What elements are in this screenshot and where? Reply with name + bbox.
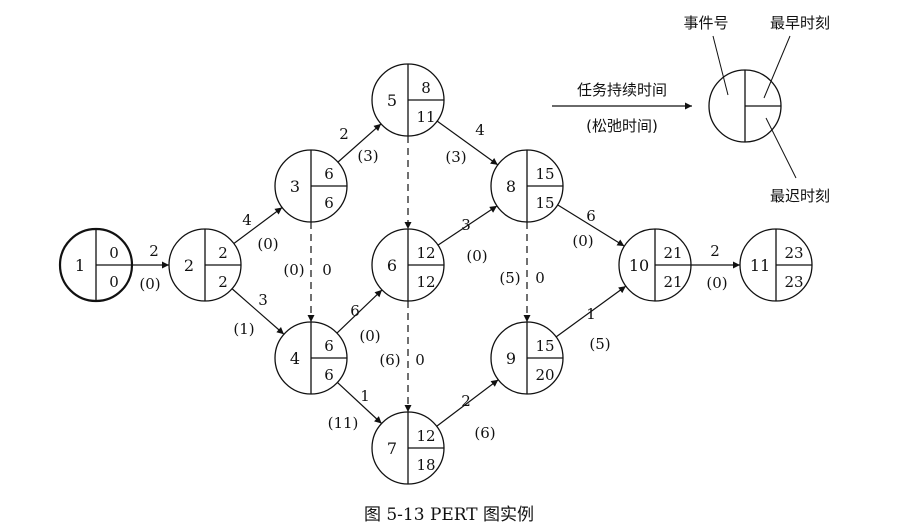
edge-duration-8-10: 6 (586, 207, 596, 225)
edge-slack-6-8: (0) (466, 247, 487, 265)
legend-event-number: 事件号 (683, 14, 728, 32)
node-event-number: 3 (290, 177, 300, 196)
edge-slack-2-4: (1) (233, 320, 254, 338)
node-3: 3 6 6 (274, 149, 348, 223)
edge-duration-7-9: 2 (461, 392, 471, 410)
edge-slack-3-5: (3) (357, 147, 378, 165)
edge-4-6 (336, 289, 383, 334)
node-earliest-time: 15 (535, 337, 554, 355)
legend: 任务持续时间 (松弛时间) 事件号 最早时刻 最迟时刻 (552, 14, 830, 205)
edge-duration-10-11: 2 (710, 242, 720, 260)
edge-7-9 (436, 379, 499, 427)
edge-2-3 (233, 207, 283, 244)
node-6: 6 12 12 (371, 228, 445, 302)
node-earliest-time: 15 (535, 165, 554, 183)
edge-slack-7-9: (6) (474, 424, 495, 442)
legend-pointer-early (763, 35, 791, 99)
node-earliest-time: 0 (109, 244, 119, 262)
edge-duration-5-8: 4 (475, 121, 485, 139)
edge-slack-8-10: (0) (572, 232, 593, 250)
node-latest-time: 15 (535, 194, 554, 212)
node-latest-time: 6 (324, 194, 334, 212)
edge-2-4 (231, 288, 285, 335)
node-event-number: 5 (387, 91, 397, 110)
node-latest-time: 11 (416, 108, 435, 126)
node-latest-time: 12 (416, 273, 435, 291)
edge-layer: 2(0)4(0)3(1)2(3)0(0)6(0)1(11)4(3)3(0)0(6… (132, 120, 740, 442)
node-earliest-time: 8 (421, 79, 431, 97)
node-event-number: 9 (506, 349, 516, 368)
node-earliest-time: 12 (416, 427, 435, 445)
edge-duration-4-6: 6 (350, 302, 360, 320)
node-latest-time: 20 (535, 366, 554, 384)
edge-9-10 (555, 285, 627, 338)
edge-duration-4-7: 1 (360, 387, 370, 405)
edge-slack-4-6: (0) (359, 327, 380, 345)
figure-caption: 图 5-13 PERT 图实例 (363, 505, 535, 525)
edge-duration-6-7: 0 (415, 351, 425, 369)
node-layer: 1002223664665811612127121881515915201021… (58, 63, 813, 485)
node-latest-time: 2 (218, 273, 228, 291)
legend-latest-time: 最迟时刻 (770, 187, 830, 205)
node-7: 7 12 18 (371, 411, 445, 485)
edge-5-8 (436, 120, 499, 166)
node-event-number: 8 (506, 177, 516, 196)
edge-6-8 (437, 205, 498, 246)
node-9: 9 15 20 (490, 321, 564, 395)
edge-slack-4-7: (11) (328, 414, 359, 432)
node-4: 4 6 6 (274, 321, 348, 395)
legend-node (708, 69, 782, 143)
edge-duration-9-10: 1 (586, 305, 596, 323)
node-10: 10 21 21 (618, 228, 692, 302)
edge-duration-1-2: 2 (149, 242, 159, 260)
edge-slack-5-8: (3) (445, 148, 466, 166)
legend-pointer-late (765, 117, 797, 179)
node-11: 11 23 23 (739, 228, 813, 302)
legend-task-duration: 任务持续时间 (577, 81, 667, 99)
node-earliest-time: 12 (416, 244, 435, 262)
edge-duration-3-5: 2 (339, 125, 349, 143)
node-event-number: 6 (387, 256, 397, 275)
node-latest-time: 21 (663, 273, 682, 291)
edge-4-7 (336, 382, 383, 424)
node-event-number: 2 (184, 256, 194, 275)
node-earliest-time: 21 (663, 244, 682, 262)
node-event-number: 11 (750, 256, 770, 275)
edge-slack-1-2: (0) (139, 275, 160, 293)
node-earliest-time: 23 (784, 244, 803, 262)
node-5: 5 8 11 (371, 63, 445, 137)
edge-duration-8-9: 0 (535, 269, 545, 287)
node-earliest-time: 2 (218, 244, 228, 262)
edge-slack-2-3: (0) (257, 235, 278, 253)
edge-duration-6-8: 3 (461, 216, 471, 234)
node-event-number: 1 (75, 256, 85, 275)
edge-duration-3-4: 0 (322, 261, 332, 279)
legend-slack: (松弛时间) (586, 117, 658, 135)
edge-duration-2-3: 4 (242, 211, 252, 229)
node-2: 2 2 2 (168, 228, 242, 302)
node-latest-time: 23 (784, 273, 803, 291)
node-event-number: 4 (290, 349, 300, 368)
node-earliest-time: 6 (324, 165, 334, 183)
legend-earliest-time: 最早时刻 (770, 14, 830, 32)
edge-slack-8-9: (5) (499, 269, 520, 287)
edge-duration-2-4: 3 (258, 291, 268, 309)
edge-slack-10-11: (0) (706, 274, 727, 292)
node-event-number: 10 (629, 256, 649, 275)
edge-3-5 (337, 123, 382, 163)
edge-slack-6-7: (6) (379, 351, 400, 369)
edge-slack-9-10: (5) (589, 335, 610, 353)
node-8: 8 15 15 (490, 149, 564, 223)
node-1: 1 0 0 (58, 227, 134, 303)
node-earliest-time: 6 (324, 337, 334, 355)
node-latest-time: 18 (416, 456, 435, 474)
node-latest-time: 6 (324, 366, 334, 384)
edge-8-10 (557, 204, 625, 247)
edge-slack-3-4: (0) (283, 261, 304, 279)
node-latest-time: 0 (109, 273, 119, 291)
node-event-number: 7 (387, 439, 397, 458)
legend-pointer-event (712, 35, 729, 96)
